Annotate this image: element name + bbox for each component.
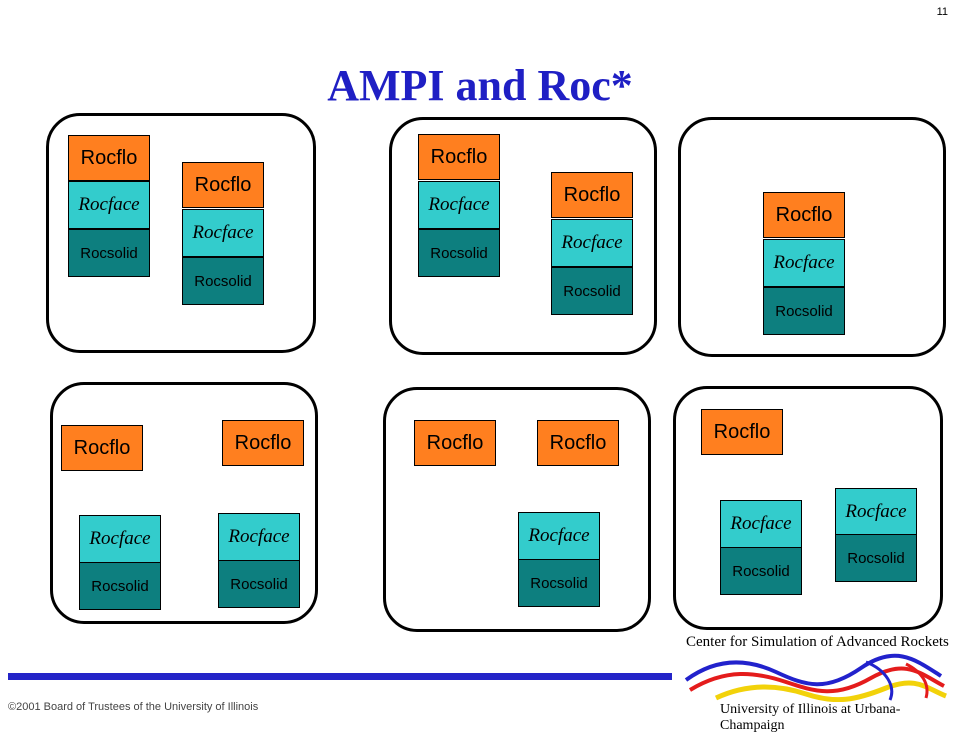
rocflo-module: Rocflo	[414, 420, 496, 466]
rocflo-module: Rocflo	[763, 192, 845, 238]
university-name: University of Illinois at Urbana-Champai…	[720, 702, 901, 733]
rocflo-module: Rocflo	[222, 420, 304, 466]
rocface-module: Rocface	[68, 181, 150, 229]
rocface-module: Rocface	[763, 239, 845, 287]
rocflo-module: Rocflo	[537, 420, 619, 466]
rocsolid-module: Rocsolid	[720, 547, 802, 595]
rocface-module: Rocface	[79, 515, 161, 563]
center-name: Center for Simulation of Advanced Rocket…	[686, 634, 949, 650]
rocflo-module: Rocflo	[701, 409, 783, 455]
rocflo-module: Rocflo	[61, 425, 143, 471]
rocface-module: Rocface	[720, 500, 802, 548]
rocface-module: Rocface	[835, 488, 917, 536]
rocsolid-module: Rocsolid	[182, 257, 264, 305]
rocsolid-module: Rocsolid	[79, 562, 161, 610]
rocsolid-module: Rocsolid	[551, 267, 633, 315]
page-number: 11	[936, 6, 948, 18]
slide-title: AMPI and Roc*	[327, 61, 633, 110]
rocface-module: Rocface	[182, 209, 264, 257]
rocsolid-module: Rocsolid	[68, 229, 150, 277]
rocface-module: Rocface	[418, 181, 500, 229]
rocsolid-module: Rocsolid	[763, 287, 845, 335]
rocflo-module: Rocflo	[182, 162, 264, 208]
rocface-module: Rocface	[551, 219, 633, 267]
rocsolid-module: Rocsolid	[518, 559, 600, 607]
csar-logo-icon	[684, 653, 947, 702]
footer-rule	[8, 673, 672, 680]
rocflo-module: Rocflo	[551, 172, 633, 218]
rocsolid-module: Rocsolid	[218, 560, 300, 608]
rocsolid-module: Rocsolid	[835, 534, 917, 582]
rocsolid-module: Rocsolid	[418, 229, 500, 277]
copyright-notice: ©2001 Board of Trustees of the Universit…	[8, 701, 259, 713]
rocflo-module: Rocflo	[68, 135, 150, 181]
rocflo-module: Rocflo	[418, 134, 500, 180]
rocface-module: Rocface	[518, 512, 600, 560]
rocface-module: Rocface	[218, 513, 300, 561]
